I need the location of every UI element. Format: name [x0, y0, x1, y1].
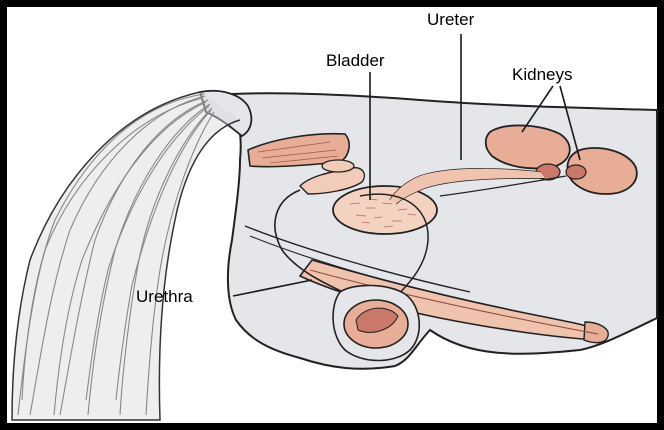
- tail-outline: [12, 92, 240, 420]
- label-kidneys: Kidneys: [512, 65, 572, 84]
- label-urethra: Urethra: [136, 287, 193, 306]
- label-bladder: Bladder: [326, 51, 385, 70]
- label-ureter: Ureter: [427, 10, 475, 29]
- accessory-gland-2: [322, 160, 354, 172]
